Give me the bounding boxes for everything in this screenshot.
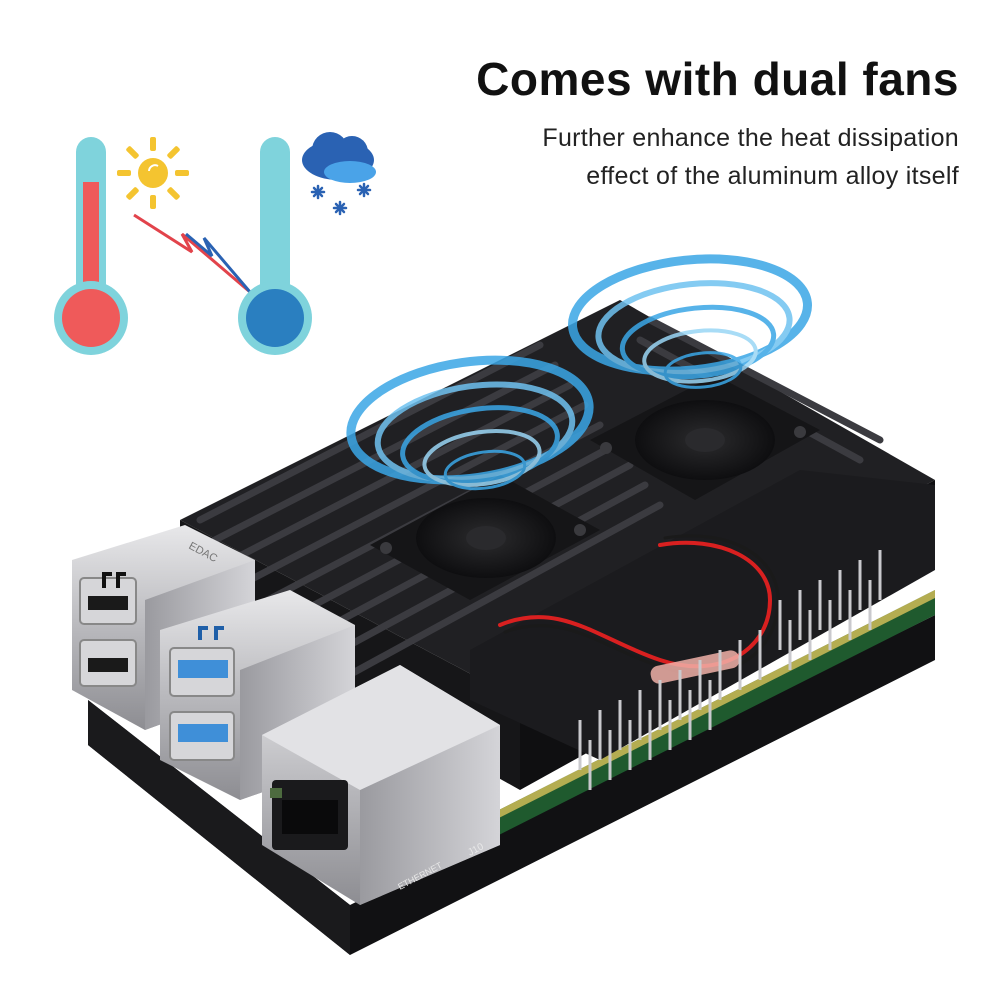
thermometer-hot-icon — [54, 137, 128, 355]
cooling-fan-right — [590, 375, 820, 500]
sun-icon — [117, 137, 189, 209]
case-bottom-plate — [88, 615, 935, 955]
airflow-swirl-right — [568, 254, 812, 389]
gpio-header — [578, 550, 882, 790]
ethernet-port — [262, 665, 500, 905]
subtitle-line-1: Further enhance the heat dissipation — [542, 124, 959, 152]
subtitle-line-2: effect of the aluminum alloy itself — [586, 162, 959, 190]
lightning-bolt-icon — [133, 213, 252, 294]
snow-cloud-icon — [302, 132, 376, 216]
airflow-swirl-left — [346, 355, 594, 491]
headline: Comes with dual fans — [476, 53, 959, 105]
thermometer-cold-icon — [238, 137, 312, 355]
cooling-fan-left — [370, 475, 600, 600]
